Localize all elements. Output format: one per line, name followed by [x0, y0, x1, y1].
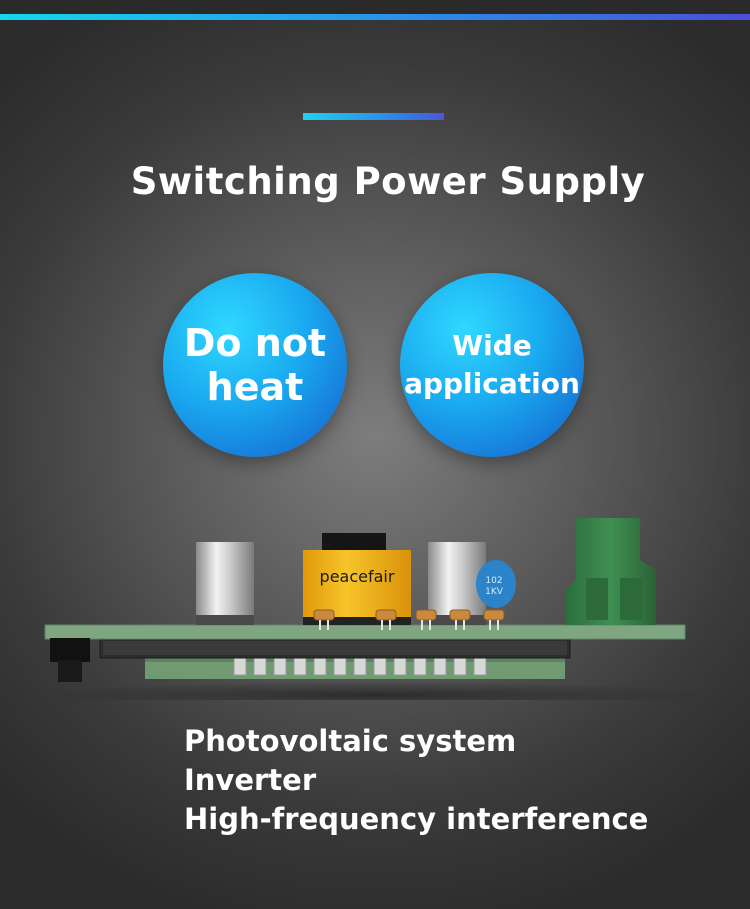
top-dark-strip	[0, 0, 750, 14]
feature-bubble-do-not-heat: Do not heat	[163, 273, 347, 457]
page-title: Switching Power Supply	[130, 160, 646, 203]
bubble-text-line: application	[404, 367, 580, 400]
lead-pins	[319, 620, 499, 630]
chip-label: peacefair	[320, 567, 395, 586]
main-pcb	[44, 624, 686, 640]
circuit-board-illustration: peacefair 102 1KV	[44, 518, 705, 700]
feature-bubble-wide-application: Wide application	[400, 273, 584, 457]
left-connector	[50, 638, 90, 682]
bubble-text-line: Wide	[452, 329, 532, 362]
feature-item: Photovoltaic system	[184, 724, 517, 758]
capacitor-marking-1: 102	[485, 576, 502, 586]
title-accent-bar	[303, 113, 444, 120]
top-accent-line	[0, 14, 750, 20]
feature-item: High-frequency interference	[184, 802, 649, 836]
capacitor-marking-2: 1KV	[485, 587, 504, 597]
feature-item: Inverter	[184, 763, 317, 797]
bubble-text-line: Do not	[183, 321, 327, 365]
board-shadow	[45, 681, 705, 700]
electrolytic-capacitor-left	[196, 542, 254, 625]
ceramic-capacitor: 102 1KV	[476, 560, 516, 608]
terminal-block	[566, 518, 656, 625]
feature-list: Photovoltaic system Inverter High-freque…	[184, 722, 648, 839]
bubble-text-line: heat	[206, 365, 304, 409]
component-leads	[313, 609, 505, 621]
